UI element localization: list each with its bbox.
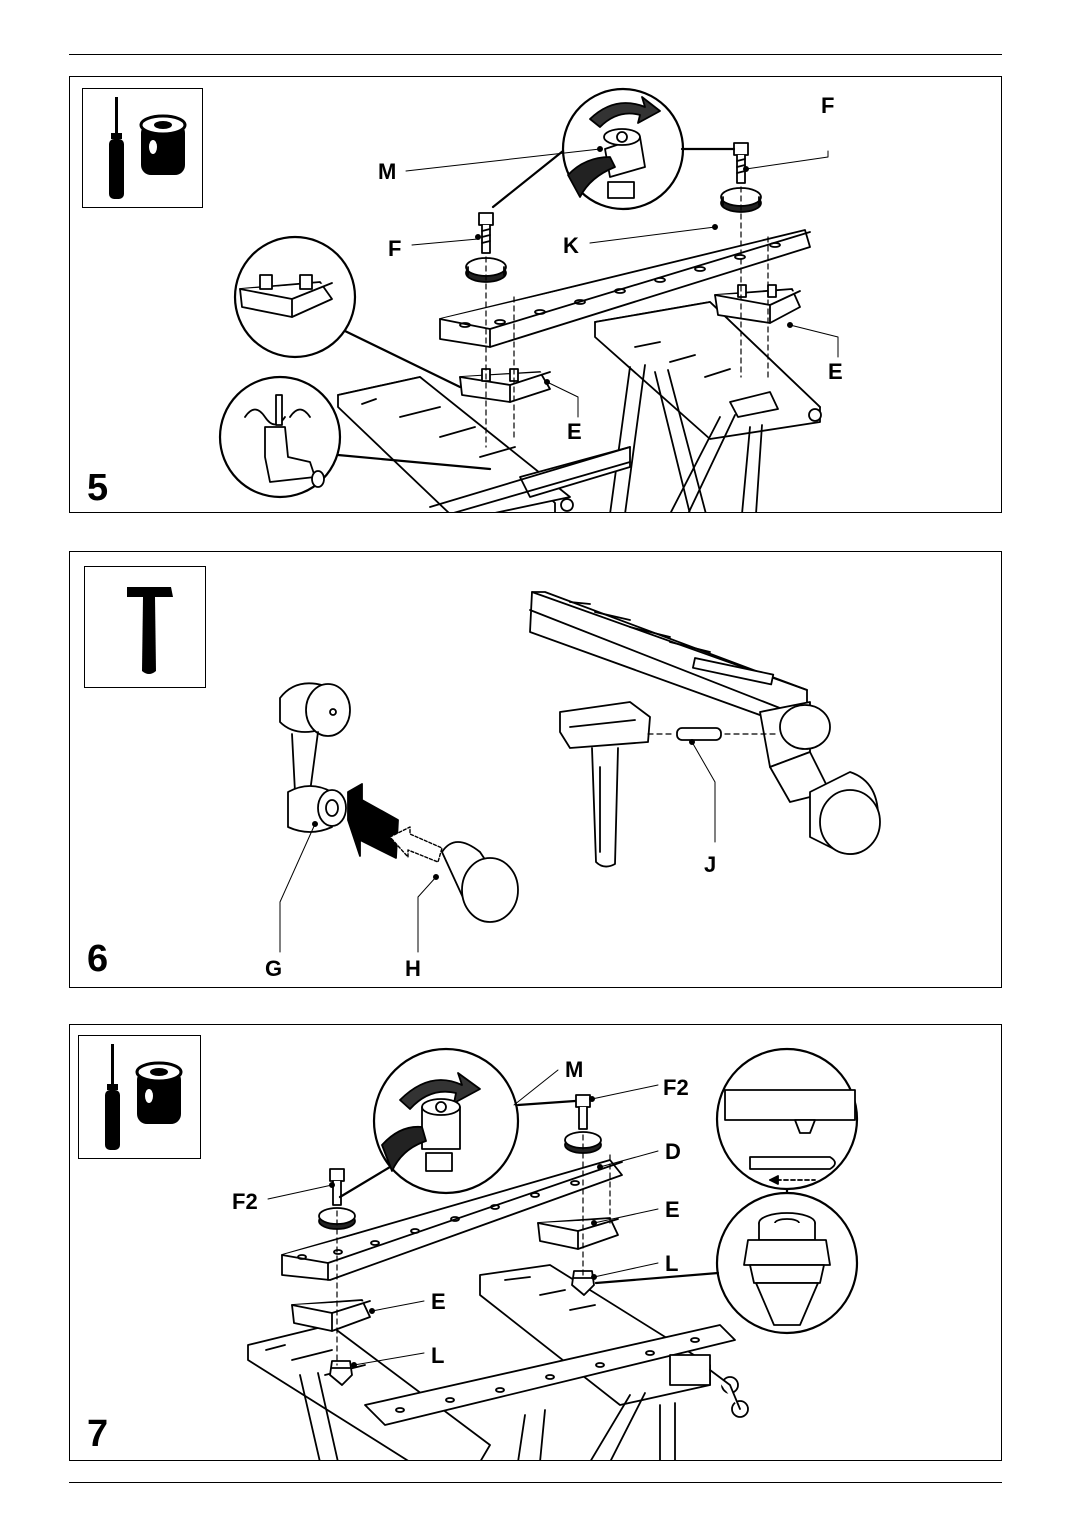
- bolt-f2-left: [329, 1168, 345, 1206]
- label-f2-right: F2: [663, 1075, 689, 1100]
- bolt-f2-right: [575, 1094, 591, 1130]
- block-e-left: [459, 368, 551, 403]
- pin-j: [676, 727, 722, 741]
- bottom-rule: [69, 1482, 1002, 1483]
- label-h: H: [405, 956, 421, 981]
- step-number: 7: [87, 1413, 109, 1455]
- knob-h: [441, 841, 519, 923]
- hammer-icon: [127, 587, 173, 674]
- block-e-right: [714, 284, 801, 324]
- top-rule: [69, 54, 1002, 55]
- label-d: D: [665, 1139, 681, 1164]
- lever-g: [279, 682, 351, 833]
- dashed-arrow: [389, 826, 443, 863]
- step-number: 5: [87, 467, 109, 509]
- beam-d: [281, 1159, 623, 1281]
- detail-clamp: [218, 375, 342, 499]
- workbench-frame: [337, 301, 822, 512]
- spacer-left: [465, 257, 507, 283]
- detail-m: [561, 87, 685, 211]
- wrench-socket-icon: [139, 114, 187, 175]
- detail-m: [372, 1047, 520, 1195]
- detail-slot: [715, 1047, 859, 1191]
- label-k: K: [563, 233, 579, 258]
- label-e-left: E: [567, 419, 582, 444]
- label-m: M: [565, 1057, 584, 1082]
- label-f2-left: F2: [232, 1189, 258, 1214]
- block-e-left: [291, 1299, 371, 1332]
- label-f-top: F: [821, 93, 835, 118]
- step-5-tool-box: [82, 88, 203, 208]
- step-6-panel: 6 G H J: [69, 551, 1002, 988]
- step-5-panel: 5 F M F K E E: [69, 76, 1002, 513]
- step-7-panel: 7 M F2 D F2 E L E L: [69, 1024, 1002, 1461]
- nut-l-left: [329, 1360, 353, 1386]
- label-l-left: L: [431, 1343, 445, 1368]
- step-6-tool-box: [84, 566, 206, 688]
- push-arrow: [347, 783, 399, 859]
- nut-l-right: [571, 1270, 595, 1296]
- workbench-base: [247, 1264, 749, 1460]
- label-g: G: [265, 956, 283, 981]
- block-e-right: [537, 1217, 619, 1250]
- step-5-illustration: [218, 87, 839, 512]
- step-7-tool-box: [78, 1035, 201, 1159]
- label-f-left: F: [388, 236, 402, 261]
- beam-k: [439, 229, 811, 348]
- screwdriver-icon: [105, 1044, 183, 1150]
- label-e-right: E: [665, 1197, 680, 1222]
- bolt-f-right: [733, 142, 749, 184]
- bolt-f-left: [478, 212, 494, 254]
- detail-e: [233, 235, 357, 359]
- vise-handle-assembled: [759, 701, 881, 855]
- hammer: [559, 701, 651, 868]
- label-l-right: L: [665, 1251, 679, 1276]
- detail-nut: [715, 1191, 859, 1335]
- label-m: M: [378, 159, 397, 184]
- label-j: J: [704, 852, 717, 877]
- step-6-illustration: [279, 591, 881, 953]
- step-7-illustration: [247, 1047, 859, 1460]
- screwdriver-icon: [109, 97, 187, 199]
- wrench-socket-icon: [135, 1061, 183, 1124]
- label-e-left: E: [431, 1289, 446, 1314]
- label-e-right: E: [828, 359, 843, 384]
- step-number: 6: [87, 938, 109, 980]
